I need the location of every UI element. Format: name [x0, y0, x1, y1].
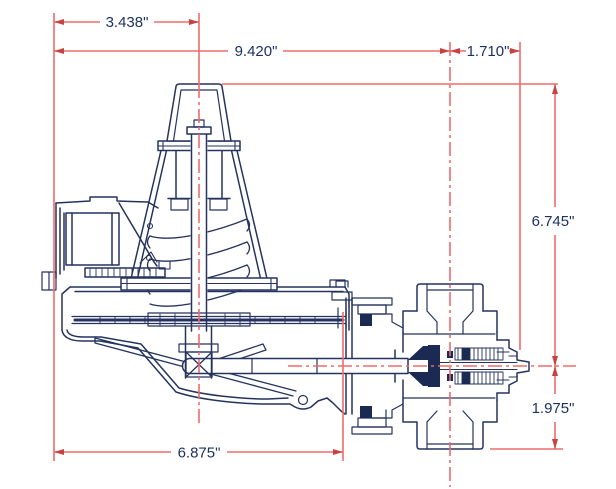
inlet-flange-hatch — [89, 268, 157, 277]
lower-shell-inner — [66, 329, 289, 400]
valve-body — [394, 283, 530, 450]
inner-stem — [439, 361, 518, 371]
top-shoulders — [402, 310, 498, 333]
diaphragm-edges — [71, 315, 346, 325]
case-right-step — [329, 279, 346, 288]
top-union-outer — [416, 283, 484, 312]
stem-tube-walls — [190, 132, 208, 332]
arrow-up — [552, 84, 558, 94]
mounting-flange — [345, 297, 404, 435]
arrow-up — [552, 366, 558, 376]
end-cap — [496, 339, 530, 394]
dim-label-top-width-small: 3.438" — [106, 14, 149, 31]
inlet-gusset — [118, 202, 158, 267]
adjusting-stem — [186, 119, 212, 332]
dimension-arrows — [54, 19, 558, 455]
arrow-left — [54, 48, 64, 54]
inlet-foot — [41, 271, 57, 291]
inner-stem-fill — [440, 362, 517, 370]
flange-nut-top — [360, 314, 372, 326]
retainer-bottom — [462, 372, 470, 384]
spring-top-outline — [454, 347, 504, 361]
plug-wedge-top — [408, 346, 428, 360]
dim-label-right-height-upper: 6.745" — [532, 213, 575, 230]
arrow-right — [510, 48, 520, 54]
top-union-bore — [426, 283, 474, 335]
flange-washer-top — [357, 304, 387, 315]
case-right-wall — [344, 286, 350, 331]
diaphragm-hatch — [99, 313, 316, 327]
arrow-down — [552, 439, 558, 449]
spring-case-walls — [128, 149, 270, 286]
lower-shell-outer — [61, 329, 346, 415]
inlet-union-inner — [71, 212, 113, 266]
flange-nut-bottom — [360, 406, 372, 418]
retainer-top — [462, 348, 470, 360]
flange-washer-bottom — [357, 417, 387, 428]
arrow-right — [189, 19, 199, 25]
dim-label-bottom-width: 6.875" — [178, 445, 221, 462]
dimension-labels: 3.438" 9.420" 1.710" 6.745" 1.975" 6.875… — [106, 14, 575, 462]
inlet-union-nut — [65, 212, 120, 266]
regulator-cross-section — [41, 83, 530, 450]
arrow-right — [440, 48, 450, 54]
extension-lines — [53, 13, 576, 487]
spring-seat-right — [209, 198, 228, 211]
inlet-flange-strip — [84, 267, 166, 278]
spring-bottom-outline — [454, 371, 504, 385]
cartridge-springs — [454, 347, 504, 385]
inlet-face-lines — [55, 202, 65, 279]
dim-label-top-width-right: 1.710" — [467, 43, 510, 60]
valve-cartridge — [408, 345, 518, 387]
dim-label-right-height-lower: 1.975" — [532, 400, 575, 417]
arrow-left — [54, 449, 64, 455]
arrow-left — [450, 48, 460, 54]
inlet-top-edge — [55, 196, 159, 209]
arrow-right — [333, 449, 343, 455]
arrow-left — [54, 19, 64, 25]
flange-steps-top — [371, 304, 404, 329]
diaphragm-case — [61, 279, 353, 415]
arrow-down — [552, 356, 558, 366]
diaphragm-assembly — [71, 312, 346, 327]
stem-tube-fill — [190, 133, 208, 331]
dim-label-top-width-large: 9.420" — [235, 43, 278, 60]
inlet-connection — [41, 196, 171, 291]
plug-wedge-bottom — [408, 372, 428, 386]
spring-coil-turns — [146, 218, 251, 295]
pivot-hole — [297, 394, 309, 406]
flange-plate — [345, 297, 353, 415]
dimension-annotations: 3.438" 9.420" 1.710" 6.745" 1.975" 6.875… — [53, 13, 576, 487]
dimension-lines — [54, 21, 556, 453]
case-left-wall — [61, 286, 71, 331]
flange-bolt-bottom — [351, 426, 393, 435]
spring-seat-left — [170, 198, 189, 211]
flange-bolt-top — [351, 297, 393, 306]
flange-steps-bottom — [371, 403, 404, 419]
gusset-bracket — [139, 251, 158, 264]
